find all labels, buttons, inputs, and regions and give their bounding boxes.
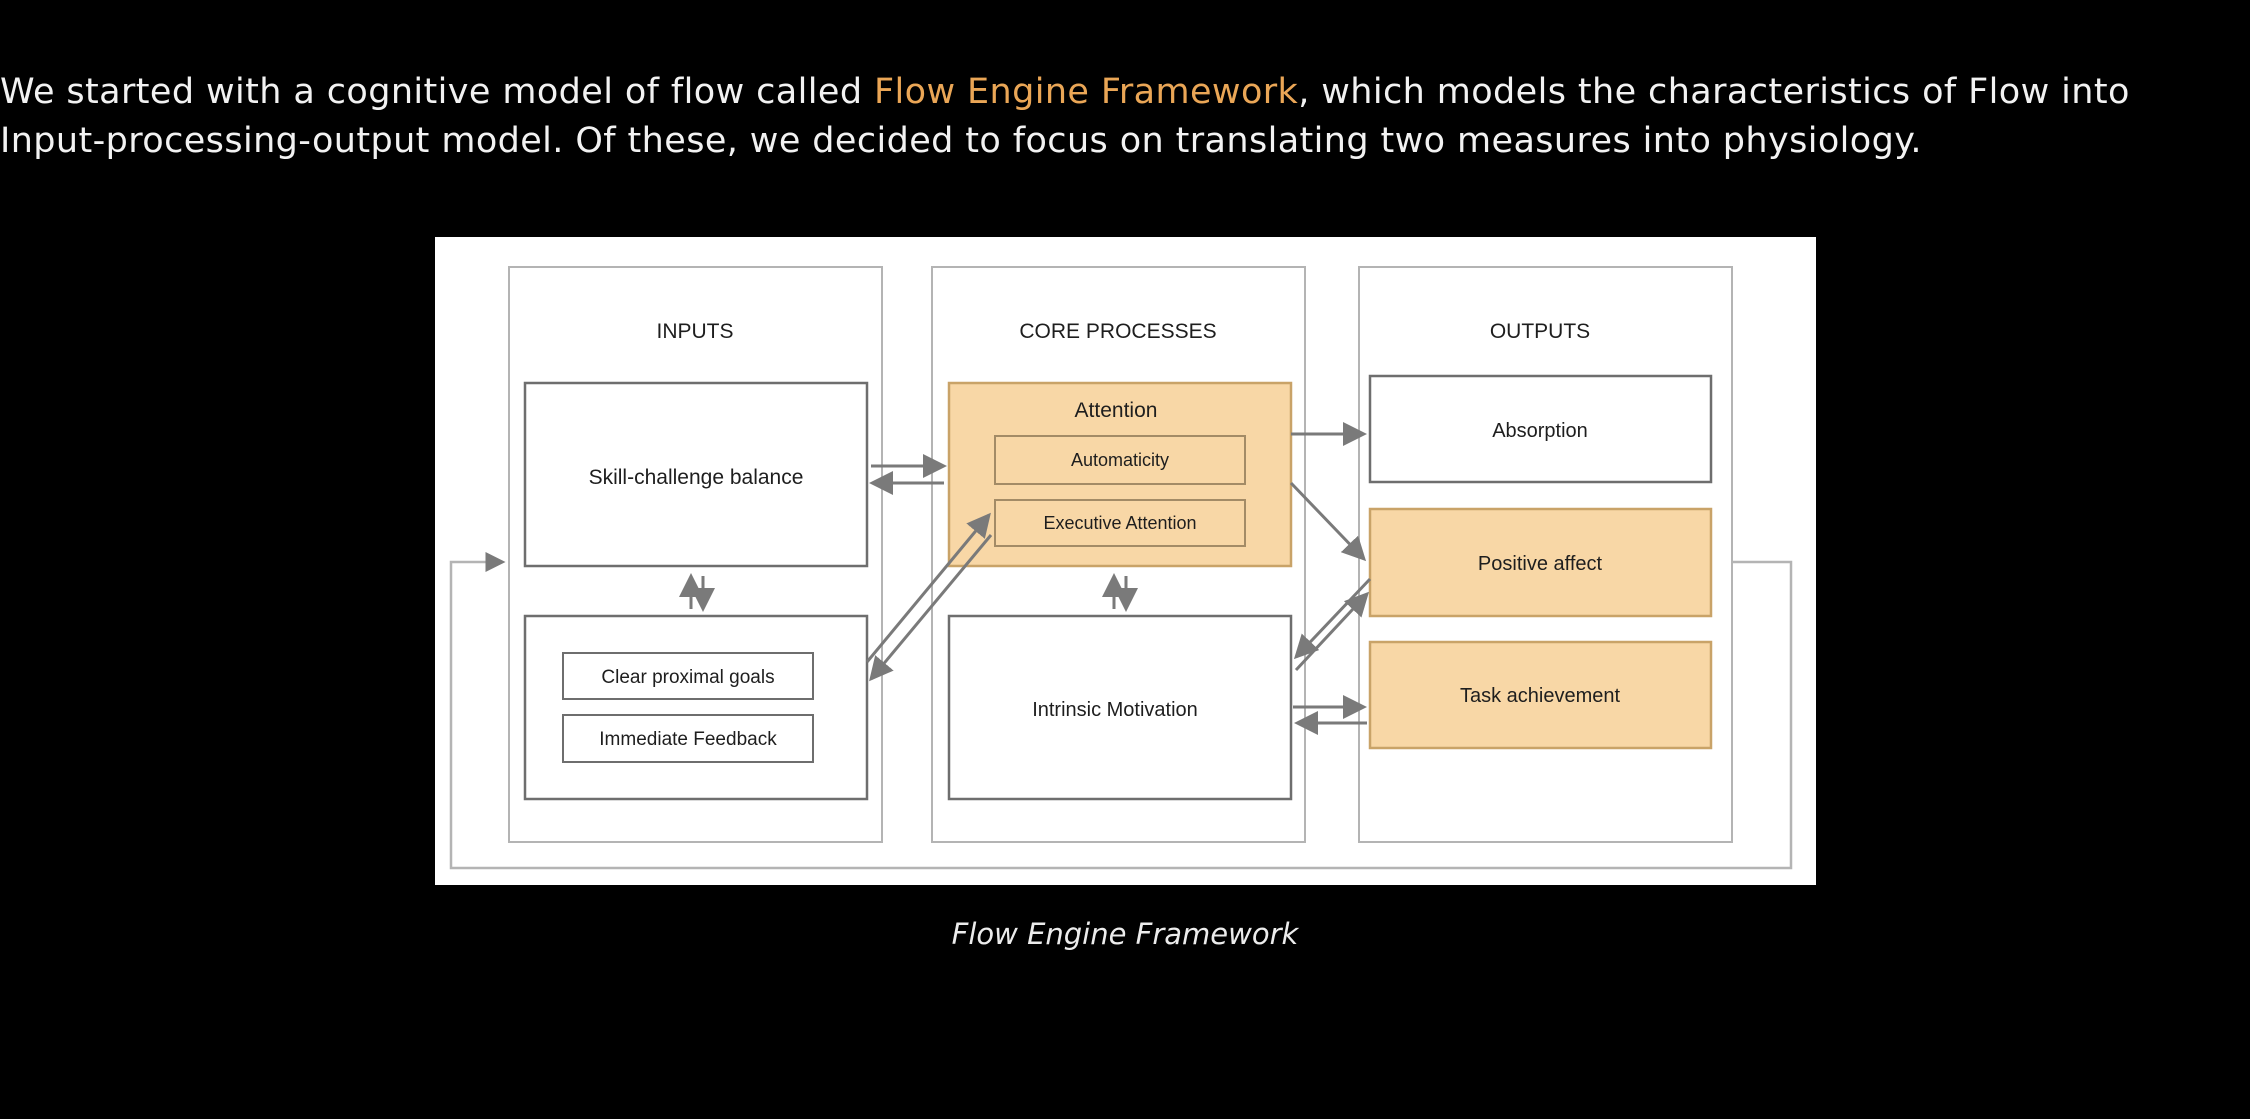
absorption-label: Absorption [1492,420,1588,442]
executive-attention-label: Executive Attention [1043,513,1196,533]
automaticity-box [994,435,1246,485]
arrow-motivation-to-affect [1294,591,1370,672]
inputs-header: INPUTS [656,320,733,343]
intrinsic-motivation-label: Intrinsic Motivation [1032,699,1198,721]
outputs-header: OUTPUTS [1490,320,1590,343]
intro-paragraph: We started with a cognitive model of flo… [0,68,2200,166]
intro-text-end: , which models the characteristics of Fl… [0,72,2130,161]
goals-feedback-box [523,614,869,801]
immediate-feedback-box [562,714,814,763]
figure-caption: Flow Engine Framework [951,917,1299,951]
positive-affect-label: Positive affect [1478,553,1603,575]
skill-challenge-label: Skill-challenge balance [589,466,804,489]
task-achievement-label: Task achievement [1460,685,1621,707]
automaticity-label: Automaticity [1071,450,1169,470]
arrow-executive-to-goals [869,534,993,682]
attention-label: Attention [1075,399,1158,422]
feedback-loop-line [449,552,1793,870]
intrinsic-motivation-box [947,614,1293,801]
skill-challenge-box [523,381,869,568]
core-header: CORE PROCESSES [1019,320,1216,343]
executive-attention-box [994,499,1246,547]
arrow-attention-to-affect [1289,481,1367,562]
framework-link[interactable]: Flow Engine Framework [873,72,1299,112]
task-achievement-box [1368,640,1713,750]
positive-affect-box [1368,507,1713,618]
flow-engine-diagram: INPUTS CORE PROCESSES OUTPUTS Skill-chal… [435,237,1816,885]
absorption-box [1368,374,1713,484]
intro-text-start: We started with a cognitive model of flo… [0,72,874,112]
core-column [931,266,1306,843]
arrow-goals-to-executive [865,512,991,663]
immediate-feedback-label: Immediate Feedback [599,729,777,750]
clear-goals-label: Clear proximal goals [601,667,774,688]
clear-goals-box [562,652,814,700]
inputs-column [508,266,883,843]
